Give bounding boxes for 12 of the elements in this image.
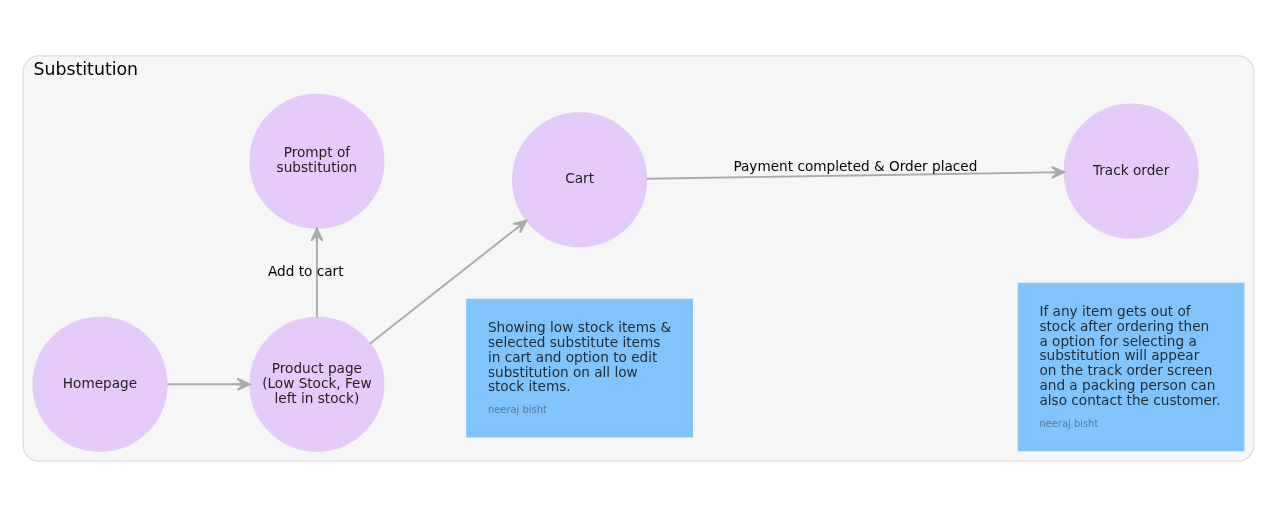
- node-box: If any item gets out of stock after ordering then a option for selecting a substitution will appear on the track order screen and a packing person can also contact the customer. neeraj bisht: [1017, 282, 1245, 452]
- edge-label: Add to cart: [267, 263, 344, 280]
- arrow: [645, 165, 1066, 180]
- node-circle: Track order: [1063, 103, 1199, 239]
- arrow: [166, 377, 251, 391]
- edge-label: Payment completed & Order placed: [733, 157, 978, 174]
- node-box: Showing low stock items & selected substitute items in cart and option to edit substitution on all low stock items. neeraj bisht: [466, 298, 694, 438]
- node-circle: Prompt of substitution: [249, 93, 385, 229]
- node-circle: Product page (Low Stock, Few left in stock): [249, 316, 385, 452]
- arrow: [369, 219, 528, 345]
- arrow: [310, 227, 324, 319]
- node-circle: Homepage: [32, 316, 168, 452]
